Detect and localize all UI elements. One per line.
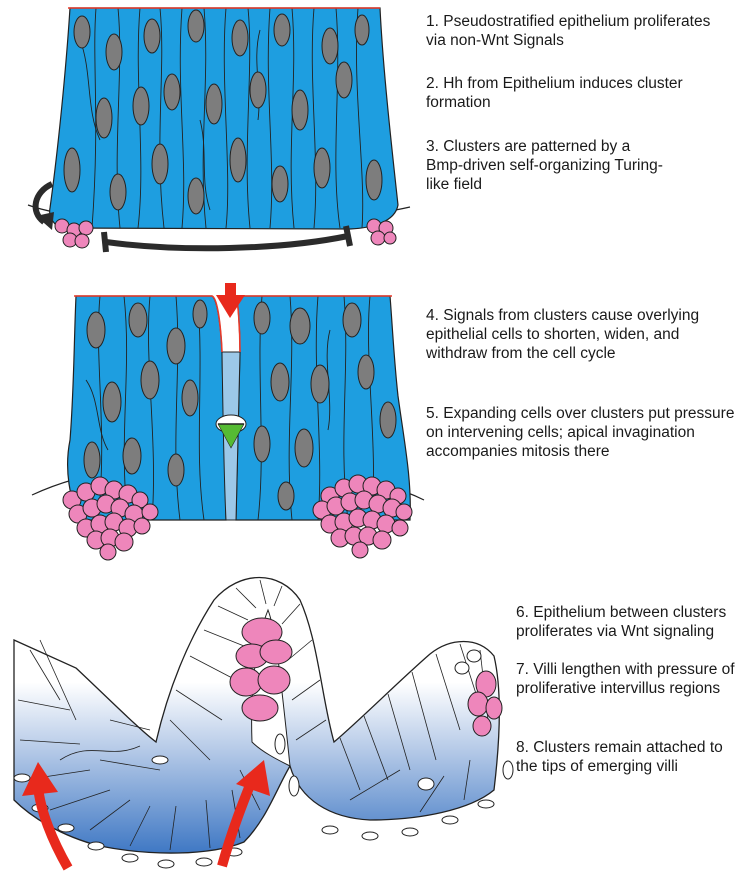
panel-1-cluster-right (367, 219, 396, 245)
panel-1-bar-end-left (104, 232, 106, 252)
panel-1-cluster-left (55, 219, 93, 248)
step-2-text: 2. Hh from Epithelium induces cluster fo… (426, 74, 726, 112)
step-7-text: 7. Villi lengthen with pressure of proli… (516, 660, 739, 698)
step-4-text: 4. Signals from clusters cause overlying… (426, 306, 736, 363)
panel-3-diagram (14, 578, 513, 869)
panel-1-bar-end-right (346, 226, 350, 246)
panel-2-diagram (32, 283, 424, 560)
panel-1-diagram (28, 8, 410, 252)
step-1-text: 1. Pseudostratified epithelium prolifera… (426, 12, 726, 50)
step-6-text: 6. Epithelium between clusters prolifera… (516, 603, 739, 641)
step-3-text: 3. Clusters are patterned by a Bmp-drive… (426, 137, 666, 194)
step-8-text: 8. Clusters remain attached to the tips … (516, 738, 739, 776)
panel-1-inhibition-bar (106, 236, 348, 248)
step-5-text: 5. Expanding cells over clusters put pre… (426, 404, 736, 461)
